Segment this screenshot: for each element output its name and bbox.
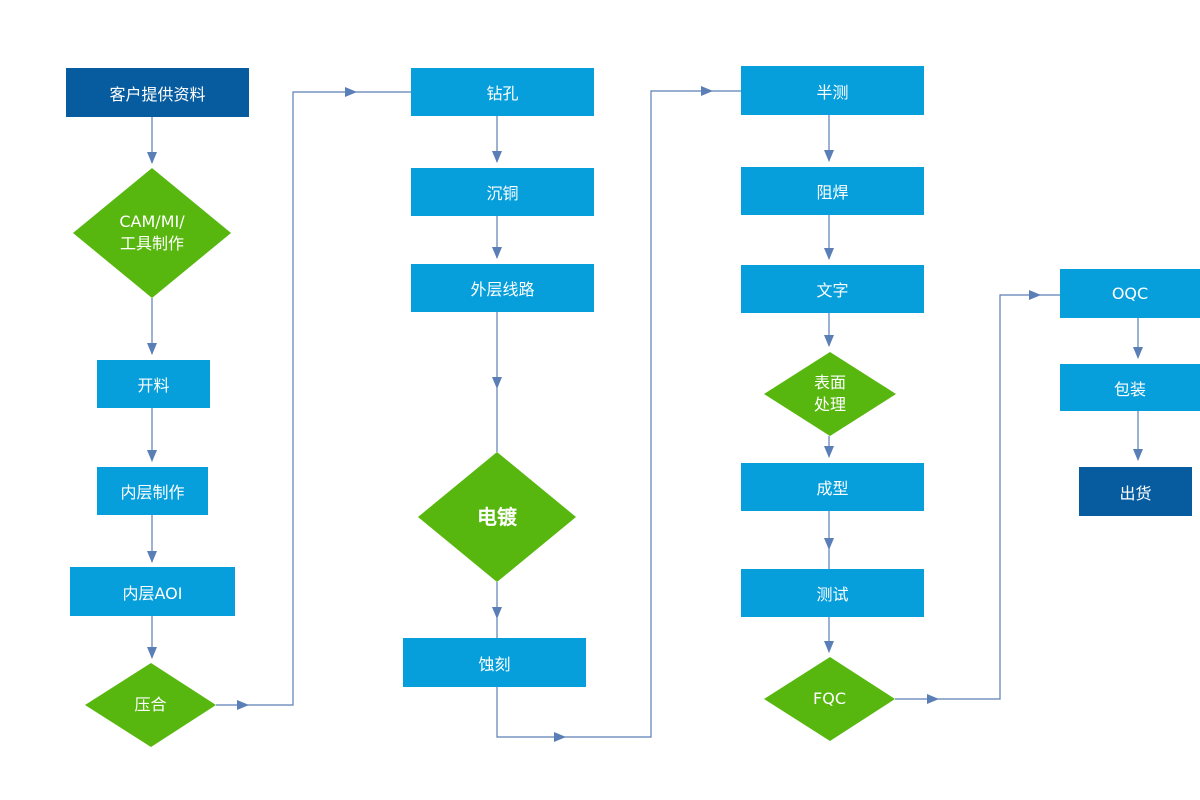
surface-diamond (764, 352, 896, 436)
node-solder-mask: 阻焊 (741, 167, 924, 215)
connector-fqc-to-oqc (938, 290, 1041, 700)
node-half-test: 半测 (741, 66, 924, 115)
cam-diamond (73, 168, 231, 298)
node-oqc: OQC (1060, 269, 1200, 318)
connector-etching-to-halftest-a (496, 687, 566, 742)
node-inner-aoi: 内层AOI (70, 567, 235, 616)
node-testing: 测试 (741, 569, 924, 617)
node-legend-print: 文字 (741, 265, 924, 313)
node-cutting: 开料 (97, 360, 210, 408)
node-inner-layer: 内层制作 (97, 467, 208, 515)
plating-diamond (418, 452, 576, 582)
lamination-diamond (85, 663, 216, 747)
node-profiling: 成型 (741, 463, 924, 511)
node-copper-deposit: 沉铜 (411, 168, 594, 216)
connector-lamination-to-drilling (248, 87, 357, 706)
node-packaging: 包装 (1060, 364, 1200, 411)
decision-shapes (73, 168, 896, 747)
connector-etching-to-halftest-b (565, 86, 713, 738)
node-shipping: 出货 (1079, 467, 1192, 516)
fqc-diamond (764, 657, 895, 741)
node-customer-data: 客户提供资料 (66, 68, 249, 117)
node-drilling: 钻孔 (411, 68, 594, 116)
connectors (147, 86, 1143, 742)
node-etching: 蚀刻 (403, 638, 586, 687)
node-outer-layer: 外层线路 (411, 264, 594, 312)
